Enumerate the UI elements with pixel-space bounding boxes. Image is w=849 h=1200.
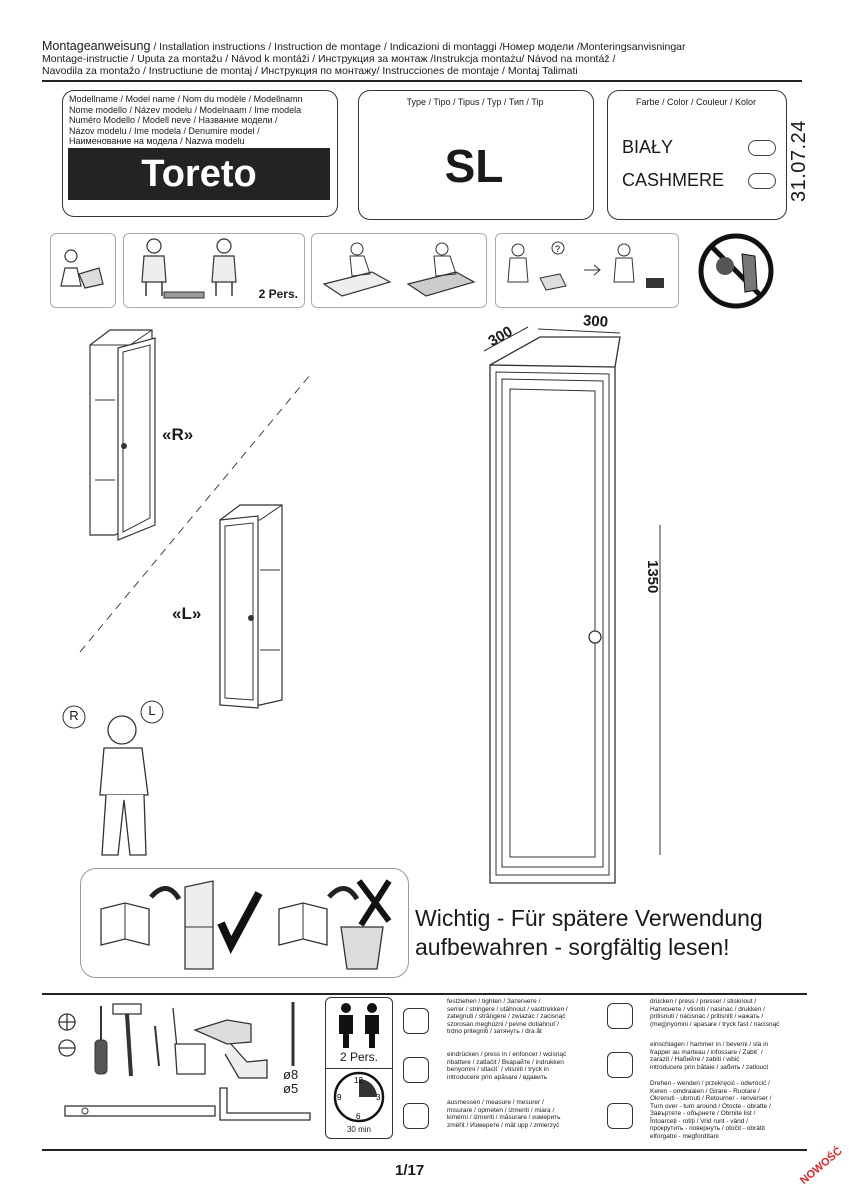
unpacking-icon xyxy=(322,242,476,297)
two-workers-icon xyxy=(141,238,237,299)
unpack-step xyxy=(311,233,487,308)
two-persons-icon xyxy=(339,1003,379,1048)
color-option-cashmere: CASHMERE xyxy=(622,170,725,190)
header-line1-rest: / Installation instructions / Instructio… xyxy=(150,41,686,53)
measure-icon xyxy=(403,1103,429,1129)
call-support-step: ? xyxy=(495,233,679,308)
reading-person-icon xyxy=(60,249,104,289)
legend-turn: Drehen - wenden / przekręcić - odwrócić … xyxy=(650,1080,772,1140)
header-rule xyxy=(42,80,802,82)
legend-press: drücken / press / presser / stisknout /Н… xyxy=(650,998,780,1028)
page-number: 1/17 xyxy=(395,1162,425,1179)
legend-tighten: festziehen / tighten / Затегнете /serrer… xyxy=(447,998,568,1035)
variant-illustrations xyxy=(62,329,311,856)
press-glove-icon xyxy=(607,1003,633,1029)
variant-label-left: «L» xyxy=(172,604,202,623)
new-badge: NOWOŚĆ xyxy=(798,1145,845,1187)
bubble-r-label: R xyxy=(69,708,79,723)
cabinet-left-variant xyxy=(219,504,283,709)
assembly-time: 30 min xyxy=(346,1125,371,1134)
drill-sizes: ø8 ø5 xyxy=(283,1068,298,1096)
model-name-label: Modellname / Model name / Nom du modèle … xyxy=(69,94,303,146)
legend-press-in: eindrücken / press in / enfoncer / wcisn… xyxy=(447,1051,567,1081)
drill-size-8: ø8 xyxy=(283,1067,299,1082)
clock-9: 9 xyxy=(337,1093,342,1102)
keep-instructions-warning: Wichtig - Für spätere Verwendung aufbewa… xyxy=(415,904,763,962)
persons-count: 2 Pers. xyxy=(339,1050,378,1064)
two-person-step: 2 Pers. xyxy=(123,233,305,308)
header-line3: Navodila za montažo / Instructiune de mo… xyxy=(42,65,578,77)
main-cabinet-drawing xyxy=(483,326,661,884)
dimension-height: 1350 xyxy=(644,560,661,594)
print-date: 31.07.24 xyxy=(788,120,810,202)
two-persons-label: 2 Pers. xyxy=(258,287,298,301)
type-box xyxy=(358,90,594,220)
clock-6: 6 xyxy=(356,1112,361,1121)
no-children-warning xyxy=(697,232,775,310)
dustpan-icon xyxy=(172,1007,206,1075)
color-label: Farbe / Color / Couleur / Kolor xyxy=(635,97,757,107)
legend-measure: ausmessen / measure / mesurer /misurare … xyxy=(447,1099,561,1129)
thinking-person-illustration xyxy=(62,700,164,856)
model-name: Toreto xyxy=(68,148,330,200)
clock-icon: 12 3 6 9 xyxy=(333,1071,385,1123)
keep-instructions-box xyxy=(80,868,409,978)
screwdriver-icons xyxy=(58,1006,108,1075)
level-and-square-icon xyxy=(64,1087,311,1121)
keep-instructions-icon xyxy=(100,879,392,970)
warning-line1: Wichtig - Für spätere Verwendung xyxy=(415,905,763,931)
header-languages: Montageanweisung / Installation instruct… xyxy=(42,40,822,77)
prohibited-icon xyxy=(698,233,774,309)
header-title: Montageanweisung xyxy=(42,39,151,53)
turn-over-icon xyxy=(607,1103,633,1129)
svg-text:?: ? xyxy=(555,244,560,254)
variant-label-right: «R» xyxy=(162,425,194,444)
read-instructions-step xyxy=(50,233,116,308)
press-in-icon xyxy=(403,1057,429,1083)
footer-rule xyxy=(42,1149,807,1151)
tools-illustration xyxy=(58,1002,311,1121)
color-option-bialy: BIAŁY xyxy=(622,137,674,157)
persons-time-divider xyxy=(326,1068,392,1069)
bubble-l-label: L xyxy=(148,703,156,718)
type-label: Type / Tipo / Tipus / Typ / Тип / Tip xyxy=(406,97,544,107)
drill-size-5: ø5 xyxy=(283,1081,299,1096)
type-code: SL xyxy=(444,140,504,192)
tools-top-rule xyxy=(42,993,807,995)
clock-3: 3 xyxy=(376,1093,381,1102)
cabinet-right-variant xyxy=(89,329,156,541)
persons-time-box: 2 Pers. 12 3 6 9 30 min xyxy=(325,997,393,1139)
awl-icon xyxy=(154,1025,160,1067)
drill-icon xyxy=(193,1019,268,1079)
color-checkbox-cashmere[interactable] xyxy=(748,173,776,189)
dimension-width: 300 xyxy=(582,312,609,331)
clock-12: 12 xyxy=(354,1076,363,1085)
color-checkbox-bialy[interactable] xyxy=(748,140,776,156)
warning-line2: aufbewahren - sorgfältig lesen! xyxy=(415,934,730,960)
support-call-icon: ? xyxy=(507,241,664,291)
legend-hammer: einschlagen / hammer in / beverni / sla … xyxy=(650,1041,769,1071)
tighten-icon xyxy=(403,1008,429,1034)
hammer-icon xyxy=(112,1003,142,1077)
hammer-in-icon xyxy=(607,1052,633,1078)
header-line2: Montage-instructie / Uputa za montažu / … xyxy=(42,53,616,65)
